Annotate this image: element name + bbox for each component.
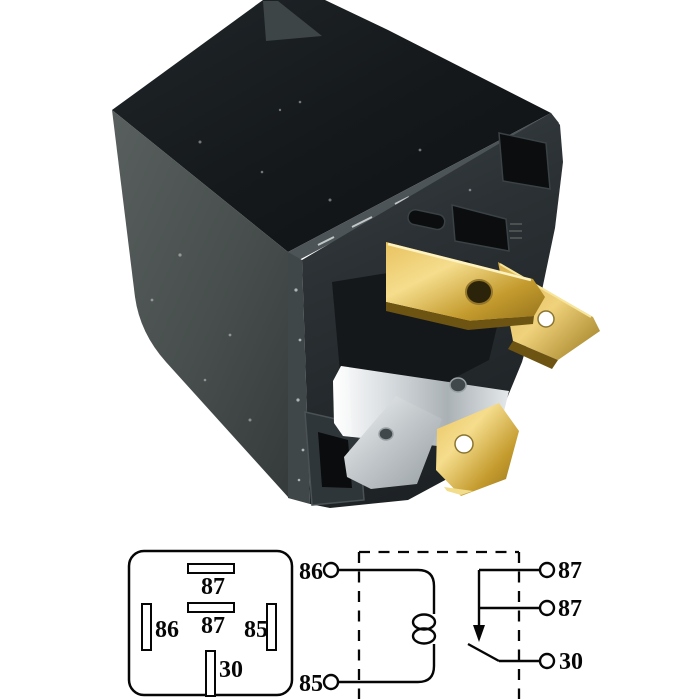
pin-label-86: 86: [155, 617, 179, 643]
wire-85: [338, 644, 436, 684]
terminal-dimple: [378, 427, 394, 441]
pin-label-87-middle: 87: [201, 613, 225, 639]
terminal-86: [322, 561, 340, 579]
terminal-87-top: [538, 561, 556, 579]
edge-paint-flecks: [294, 288, 305, 482]
switch-arrow: [473, 625, 485, 642]
schematic-label-87-top: 87: [558, 558, 582, 584]
terminal-87-mid: [538, 599, 556, 617]
mounting-bracket-face: [263, 1, 322, 41]
relay-boundary-dashed: [357, 550, 521, 699]
pin-87-top: [187, 563, 235, 574]
pinout-diagram: 87 87 86 85 30: [127, 549, 294, 697]
relay-top-face: [112, 0, 551, 252]
paint-speckles: [150, 100, 472, 422]
pin-label-87-top: 87: [201, 574, 225, 600]
terminal-30: [538, 652, 556, 670]
schematic-label-87-mid: 87: [558, 596, 582, 622]
terminal-hole: [465, 279, 493, 305]
gold-terminal-blade-top: [386, 242, 545, 330]
coil-symbol: [411, 613, 437, 645]
relay-photo: [112, 0, 600, 508]
coil-circuit: [322, 561, 437, 691]
slot-right-upper: [498, 132, 551, 190]
schematic-label-86: 86: [299, 559, 323, 585]
pin-30: [205, 650, 216, 697]
pin-87-middle: [187, 602, 235, 613]
molded-marking: [509, 223, 522, 239]
schematic-diagram: 86 85 87 87 30: [299, 550, 583, 699]
terminal-hole: [537, 310, 555, 328]
pin-label-85: 85: [244, 617, 268, 643]
pin-label-30: 30: [219, 657, 243, 683]
slot-right-lower: [451, 204, 510, 252]
pin-85: [266, 603, 277, 651]
gold-terminal-blade-bottom: [436, 403, 519, 496]
terminal-85: [322, 673, 340, 691]
schematic-label-85: 85: [299, 671, 323, 697]
wire-86: [338, 568, 436, 614]
contact-circuit: [467, 561, 556, 670]
silver-terminal-blade-lower: [344, 396, 442, 489]
slot-oval: [407, 208, 446, 231]
terminal-hole: [454, 434, 474, 454]
pin-86: [141, 603, 152, 651]
terminal-dimple: [449, 377, 467, 393]
relay-front-edge: [288, 252, 310, 504]
relay-side-face: [112, 110, 288, 497]
slot-lower-left: [318, 432, 352, 488]
schematic-label-30: 30: [559, 649, 583, 675]
switch-blade: [467, 642, 500, 663]
terminal-slots: [407, 132, 551, 252]
